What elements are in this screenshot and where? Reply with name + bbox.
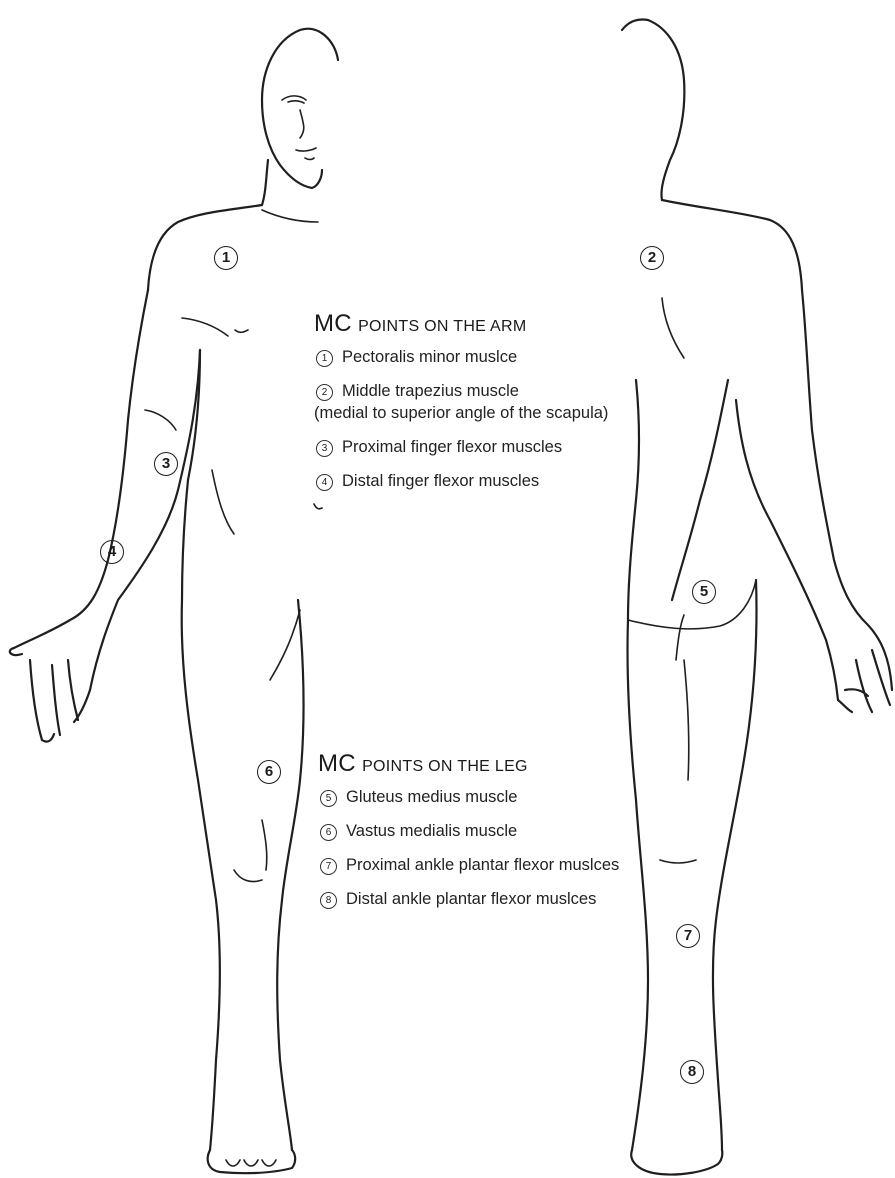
front-nose-mouth: [296, 110, 316, 160]
marker-5: 5: [692, 580, 716, 604]
leg-legend: MC POINTS ON THE LEG 5 Gluteus medius mu…: [318, 750, 619, 923]
legend-num-8: 8: [320, 892, 337, 909]
arm-legend-label-2: Middle trapezius muscle: [342, 381, 519, 402]
marker-8-label: 8: [680, 1060, 704, 1084]
back-hand: [838, 650, 890, 712]
leg-legend-item-5: 5 Gluteus medius muscle: [318, 787, 619, 808]
arm-legend-item-3: 3 Proximal finger flexor muscles: [314, 437, 608, 458]
legend-num-6: 6: [320, 824, 337, 841]
front-hand: [10, 648, 90, 742]
front-arm: [14, 290, 148, 648]
marker-4: 4: [100, 540, 124, 564]
arm-legend-label-3: Proximal finger flexor muscles: [342, 437, 562, 458]
marker-4-label: 4: [100, 540, 124, 564]
back-head: [648, 20, 684, 200]
marker-6-label: 6: [257, 760, 281, 784]
marker-6: 6: [257, 760, 281, 784]
back-foot: [631, 1150, 722, 1175]
arm-legend-item-1: 1 Pectoralis minor muslce: [314, 347, 608, 368]
front-eye: [282, 96, 306, 103]
back-figure: [622, 19, 892, 1174]
arm-legend-item-4: 4 Distal finger flexor muscles: [314, 471, 608, 492]
arm-legend-note-2: (medial to superior angle of the scapula…: [314, 403, 608, 424]
arm-legend-label-4: Distal finger flexor muscles: [342, 471, 539, 492]
front-head: [262, 30, 322, 188]
legend-num-3: 3: [316, 440, 333, 457]
marker-5-label: 5: [692, 580, 716, 604]
leg-legend-title: MC POINTS ON THE LEG: [318, 750, 619, 778]
leg-legend-title-rest: POINTS ON THE LEG: [362, 758, 528, 775]
arm-legend-title-rest: POINTS ON THE ARM: [358, 318, 526, 335]
marker-7: 7: [676, 924, 700, 948]
marker-1-label: 1: [214, 246, 238, 270]
leg-legend-label-7: Proximal ankle plantar flexor muslces: [346, 855, 619, 876]
legend-num-4: 4: [316, 474, 333, 491]
marker-2: 2: [640, 246, 664, 270]
marker-8: 8: [680, 1060, 704, 1084]
arm-legend-item-2: 2 Middle trapezius muscle: [314, 381, 608, 402]
arm-legend-title-cap: MC: [314, 310, 352, 337]
leg-legend-title-cap: MC: [318, 750, 356, 777]
leg-legend-label-8: Distal ankle plantar flexor muslces: [346, 889, 596, 910]
leg-legend-item-6: 6 Vastus medialis muscle: [318, 821, 619, 842]
leg-legend-label-5: Gluteus medius muscle: [346, 787, 518, 808]
marker-7-label: 7: [676, 924, 700, 948]
marker-3: 3: [154, 452, 178, 476]
legend-num-7: 7: [320, 858, 337, 875]
front-leg: [182, 600, 220, 1150]
front-figure: [10, 29, 338, 1173]
marker-2-label: 2: [640, 246, 664, 270]
marker-1: 1: [214, 246, 238, 270]
arm-legend-title: MC POINTS ON THE ARM: [314, 310, 608, 338]
marker-3-label: 3: [154, 452, 178, 476]
leg-legend-item-7: 7 Proximal ankle plantar flexor muslces: [318, 855, 619, 876]
arm-legend: MC POINTS ON THE ARM 1 Pectoralis minor …: [314, 310, 608, 505]
back-arm: [802, 290, 892, 690]
front-foot: [208, 1150, 295, 1173]
leg-legend-item-8: 8 Distal ankle plantar flexor muslces: [318, 889, 619, 910]
arm-legend-label-1: Pectoralis minor muslce: [342, 347, 517, 368]
legend-num-1: 1: [316, 350, 333, 367]
back-leg: [627, 620, 648, 1150]
leg-legend-label-6: Vastus medialis muscle: [346, 821, 517, 842]
legend-num-5: 5: [320, 790, 337, 807]
arm-legend-item-2-note: (medial to superior angle of the scapula…: [314, 403, 608, 424]
legend-num-2: 2: [316, 384, 333, 401]
